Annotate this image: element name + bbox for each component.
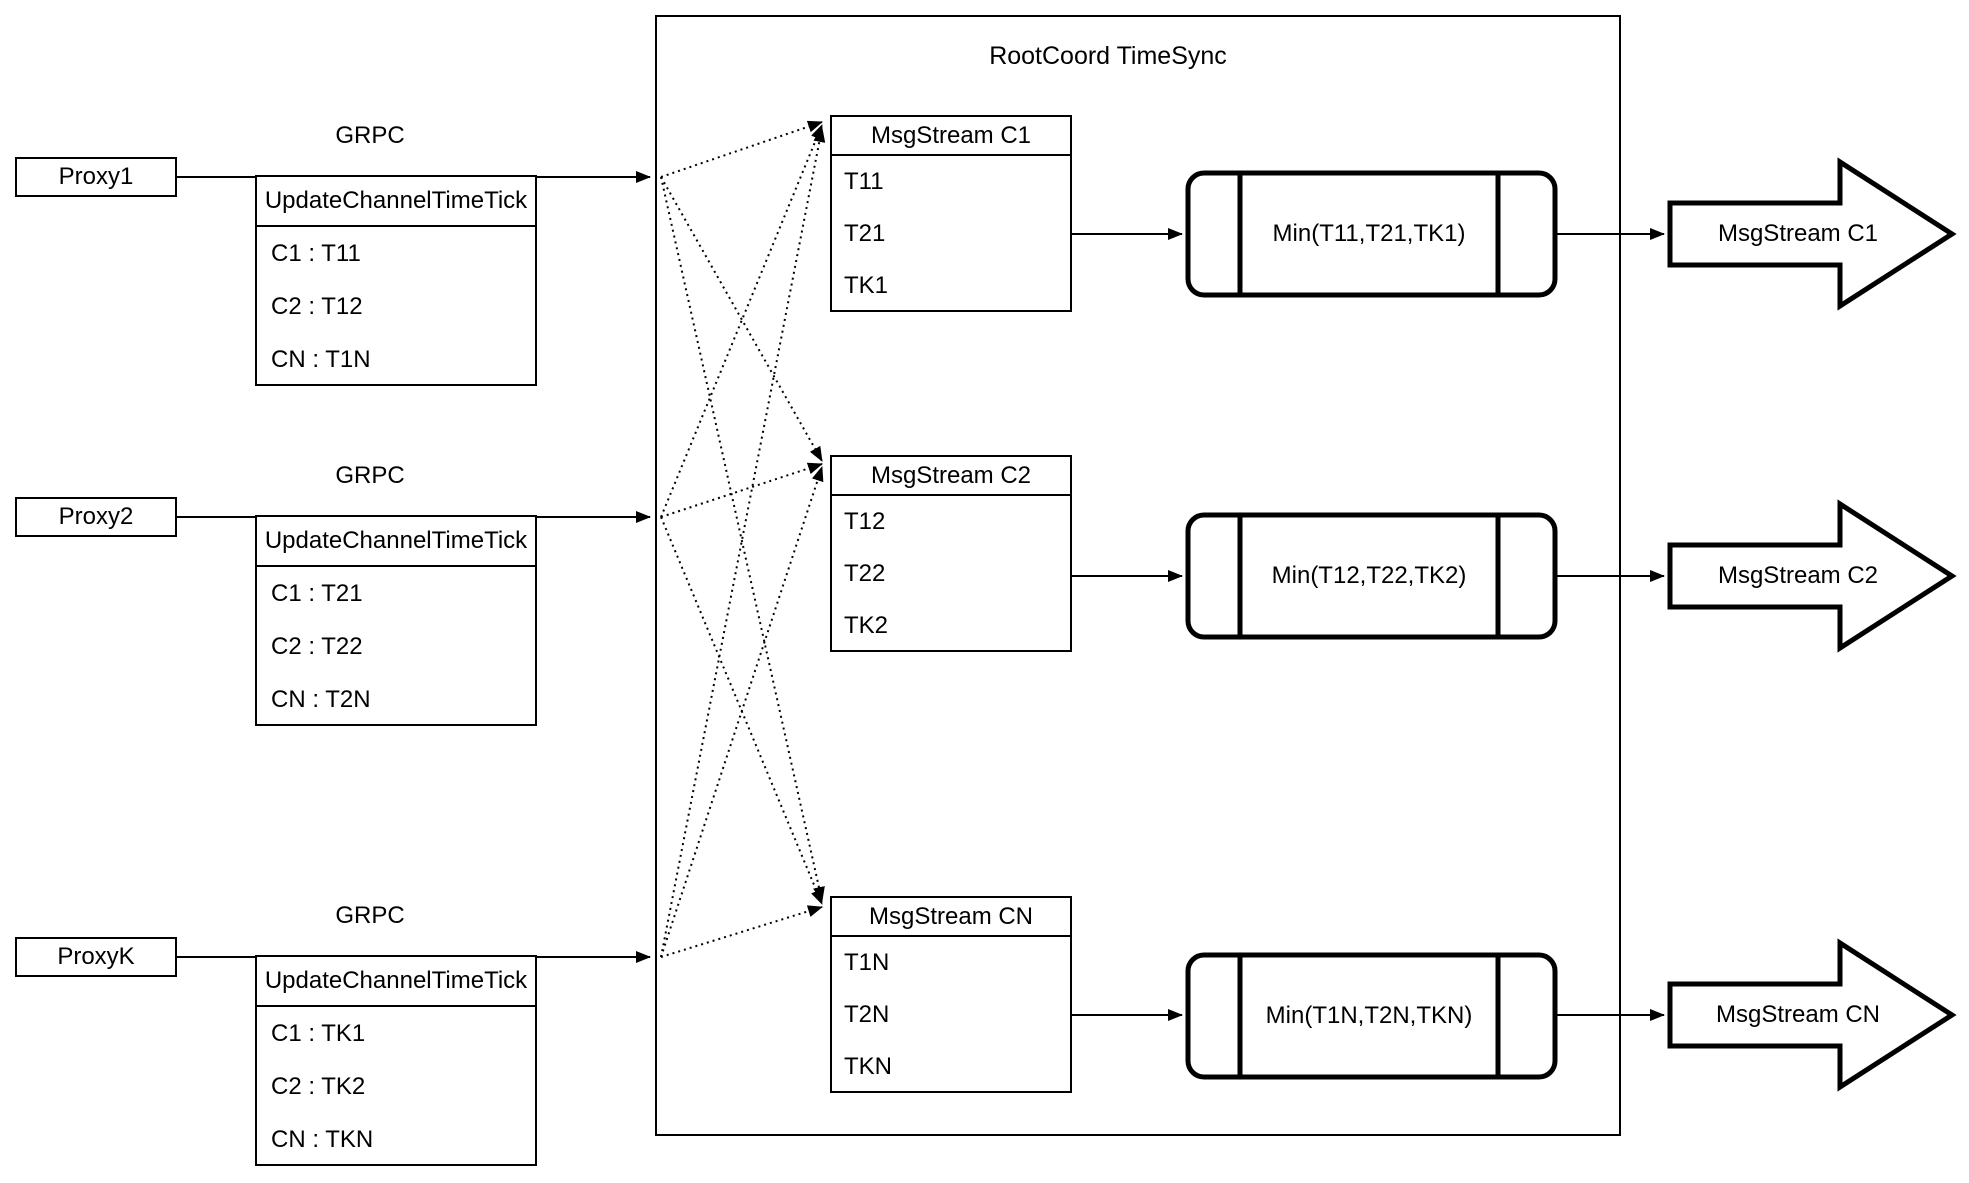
output-arrow-shapes — [1667, 157, 1957, 1092]
output-arrow-c1 — [1667, 157, 1957, 311]
dotted-line-p1-cn — [660, 176, 825, 902]
output-arrow-c2 — [1667, 499, 1957, 653]
dotted-line-pk-c1 — [660, 127, 826, 958]
minn-shape — [1185, 952, 1558, 1080]
dotted-line-p1-c2 — [660, 176, 823, 462]
min1-shape — [1185, 170, 1558, 298]
dotted-line-p2-cn — [660, 516, 823, 905]
min-pipeline-shapes — [1185, 170, 1558, 1080]
dotted-line-pk-c2 — [660, 466, 824, 958]
dotted-line-pk-cn — [660, 905, 823, 958]
dotted-fanout-lines — [660, 120, 826, 958]
min2-shape — [1185, 512, 1558, 640]
dotted-line-p1-c1 — [660, 120, 823, 178]
dotted-line-p2-c2 — [660, 462, 823, 518]
output-arrow-cn — [1667, 938, 1957, 1092]
dotted-line-p2-c1 — [660, 124, 823, 518]
